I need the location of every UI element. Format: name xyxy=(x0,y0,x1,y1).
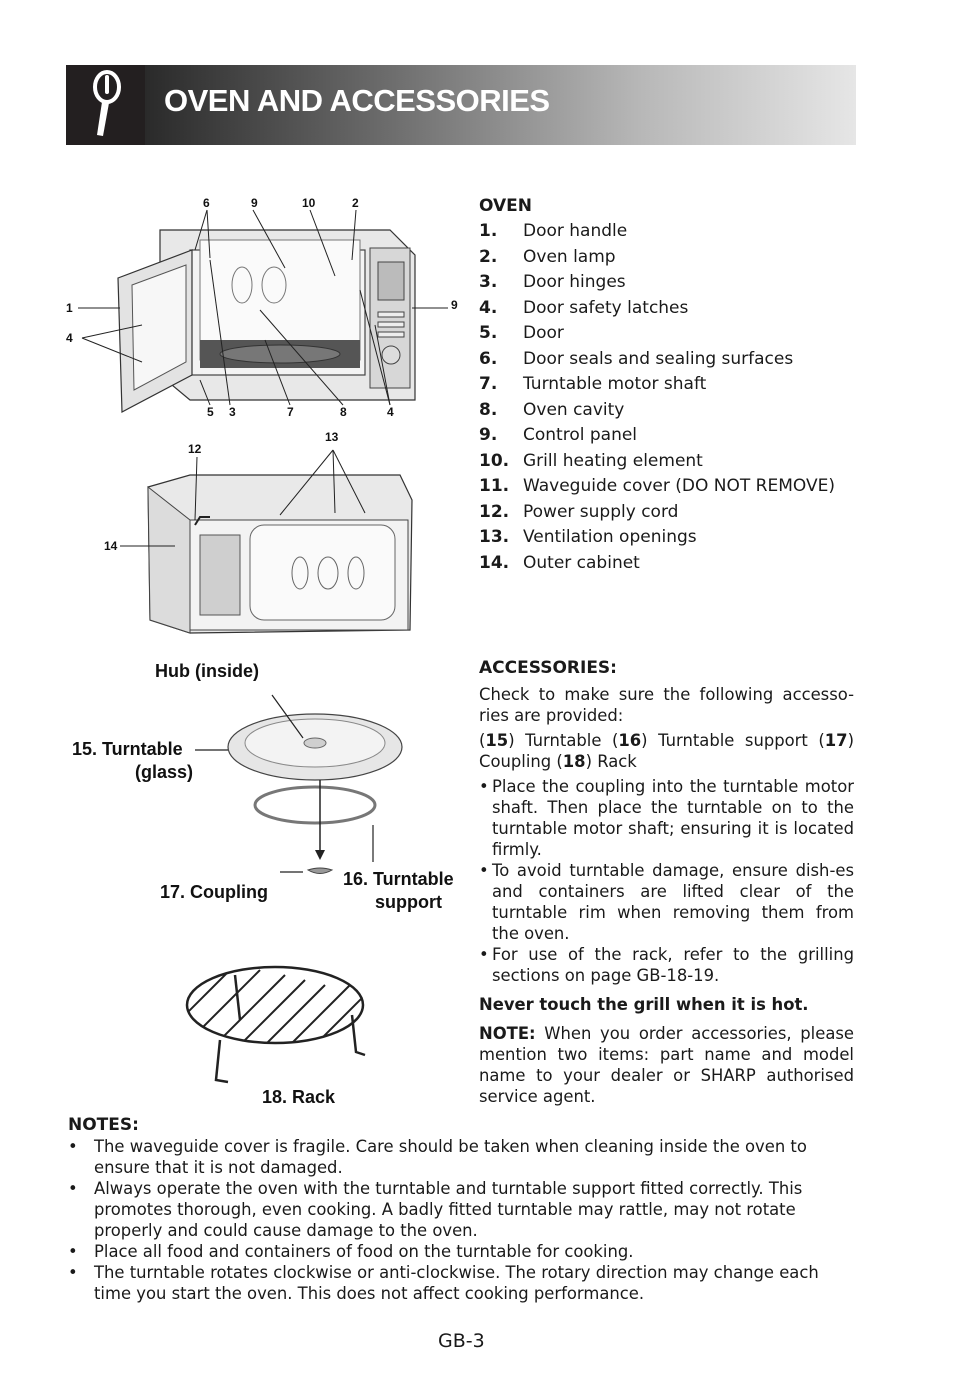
accessories-section: ACCESSORIES: Check to make sure the foll… xyxy=(479,658,854,1111)
oven-front-diagram xyxy=(78,209,448,413)
header-bar xyxy=(145,65,856,145)
list-item: •For use of the rack, refer to the grill… xyxy=(479,945,854,985)
support-label-line2: support xyxy=(375,892,442,912)
hint-icon xyxy=(93,70,121,136)
oven-back-diagram xyxy=(120,449,413,634)
notes-list: •The waveguide cover is fragile. Care sh… xyxy=(68,1136,854,1304)
list-item: 9.Control panel xyxy=(479,425,638,445)
list-item: 8.Oven cavity xyxy=(479,399,625,420)
list-item: •To avoid turntable damage, ensure dish-… xyxy=(479,861,854,943)
turntable-diagram xyxy=(195,694,403,874)
notes-heading: NOTES: xyxy=(68,1115,139,1135)
list-item: •Place the coupling into the turntable m… xyxy=(479,777,854,859)
turntable-label-line1: 15. Turntable xyxy=(72,739,183,759)
list-item: 13.Ventilation openings xyxy=(479,527,697,547)
list-item: 10.Grill heating element xyxy=(479,450,703,471)
rack-label: 18. Rack xyxy=(262,1087,336,1107)
callout-12: 12 xyxy=(188,442,202,456)
support-label-line1: 16. Turntable xyxy=(343,869,454,889)
callout-10: 10 xyxy=(302,196,316,210)
accessories-heading: ACCESSORIES: xyxy=(479,658,617,678)
order-note: NOTE: When you order accessories, please… xyxy=(479,1024,854,1106)
oven-heading: OVEN xyxy=(479,196,532,216)
callout-1: 1 xyxy=(66,301,73,315)
accessories-parts-line: (15) Turntable (16) Turntable support (1… xyxy=(479,731,854,771)
list-item: 12.Power supply cord xyxy=(479,501,679,522)
oven-parts-list: 1.Door handle 2.Oven lamp 3.Door hinges … xyxy=(479,220,835,577)
hub-label: Hub (inside) xyxy=(155,661,259,681)
notes-section: NOTES: •The waveguide cover is fragile. … xyxy=(68,1115,854,1304)
callout-7: 7 xyxy=(287,405,294,419)
callout-9-top: 9 xyxy=(251,196,258,210)
callout-3: 3 xyxy=(229,405,236,419)
list-item: 3.Door hinges xyxy=(479,272,626,292)
callout-4-left: 4 xyxy=(66,331,73,345)
callout-13: 13 xyxy=(325,430,339,444)
grill-warning: Never touch the grill when it is hot. xyxy=(479,995,809,1014)
rack-diagram xyxy=(185,965,366,1084)
callout-4-right: 4 xyxy=(387,405,394,419)
list-item: •The waveguide cover is fragile. Care sh… xyxy=(68,1137,807,1177)
accessories-bullets: •Place the coupling into the turntable m… xyxy=(479,776,854,986)
list-item: 1.Door handle xyxy=(479,221,628,241)
page-number: GB-3 xyxy=(438,1330,485,1352)
list-item: •Place all food and containers of food o… xyxy=(68,1242,634,1261)
accessories-intro: Check to make sure the following accesso… xyxy=(479,685,854,725)
callout-2: 2 xyxy=(352,196,359,210)
list-item: 7.Turntable motor shaft xyxy=(479,374,707,394)
turntable-label-line2: (glass) xyxy=(135,762,194,782)
callout-8: 8 xyxy=(340,405,347,419)
coupling-label: 17. Coupling xyxy=(160,882,268,902)
callout-5: 5 xyxy=(207,405,214,419)
list-item: 6.Door seals and sealing surfaces xyxy=(479,348,794,369)
list-item: 4.Door safety latches xyxy=(479,297,689,318)
list-item: 5.Door xyxy=(479,323,564,343)
list-item: 11.Waveguide cover (DO NOT REMOVE) xyxy=(479,476,835,496)
callout-6: 6 xyxy=(203,196,210,210)
list-item: •Always operate the oven with the turnta… xyxy=(68,1179,803,1240)
page-title: OVEN AND ACCESSORIES xyxy=(164,83,550,118)
callout-9-right: 9 xyxy=(451,298,458,312)
list-item: 14.Outer cabinet xyxy=(479,552,640,573)
page-header: OVEN AND ACCESSORIES xyxy=(66,65,856,145)
callout-14: 14 xyxy=(104,539,118,553)
hint-icon-box xyxy=(66,65,145,145)
list-item: 2.Oven lamp xyxy=(479,246,616,267)
list-item: •The turntable rotates clockwise or anti… xyxy=(68,1263,819,1303)
